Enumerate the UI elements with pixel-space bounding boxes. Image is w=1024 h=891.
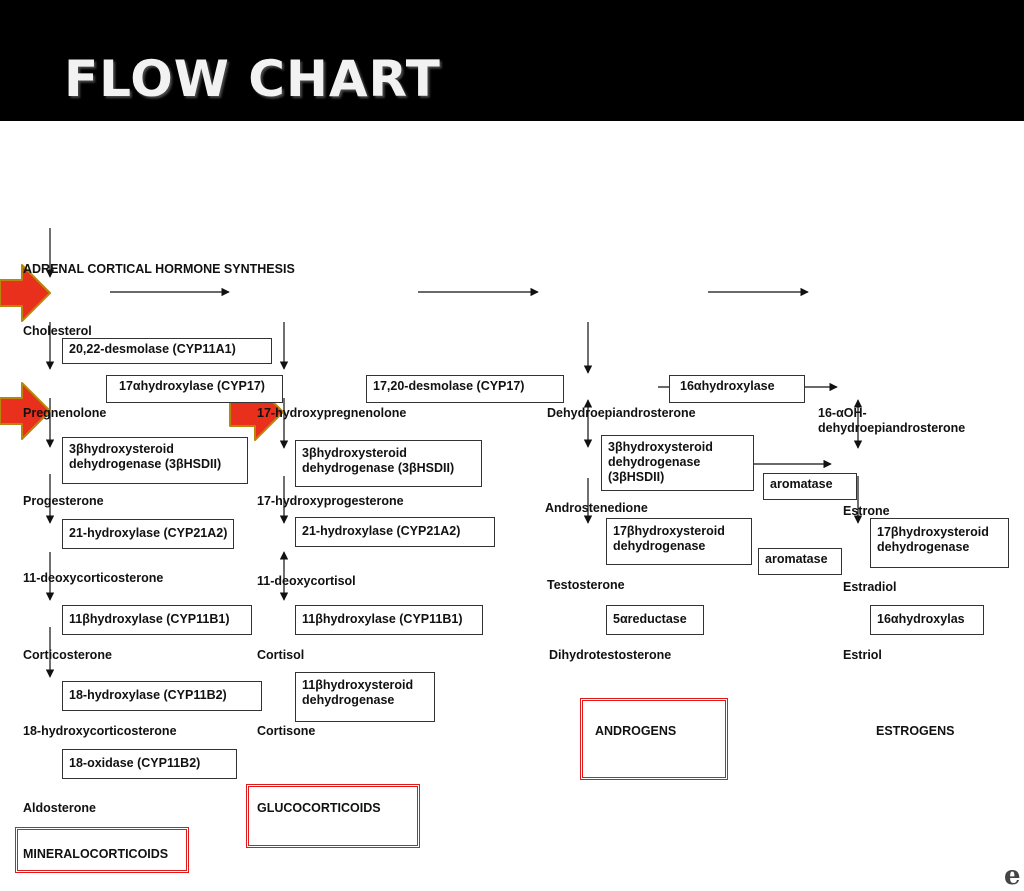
group-label-glucocorticoids: GLUCOCORTICOIDS xyxy=(257,801,381,815)
compound-aldosterone: Aldosterone xyxy=(23,801,96,815)
compound-progesterone: Progesterone xyxy=(23,494,104,508)
enzyme-box-18-hydroxylase: 18-hydroxylase (CYP11B2) xyxy=(62,681,262,711)
compound-11-deoxycortisol: 11-deoxycortisol xyxy=(257,574,356,588)
group-label-estrogens: ESTROGENS xyxy=(876,724,955,738)
diagram-title: ADRENAL CORTICAL HORMONE SYNTHESIS xyxy=(23,262,295,276)
corner-logo: e xyxy=(1004,861,1021,891)
compound-estradiol: Estradiol xyxy=(843,580,897,594)
compound-estrone: Estrone xyxy=(843,504,890,518)
compound-dehydroepiandrosterone: Dehydroepiandrosterone xyxy=(547,406,696,420)
enzyme-box-21-hydroxylase-middle: 21-hydroxylase (CYP21A2) xyxy=(295,517,495,547)
enzyme-box-18-oxidase: 18-oxidase (CYP11B2) xyxy=(62,749,237,779)
diagram-canvas: ADRENAL CORTICAL HORMONE SYNTHESIS Chole… xyxy=(0,121,1024,889)
enzyme-box-aromatase-bottom: aromatase xyxy=(758,548,842,575)
compound-androstenedione: Androstenedione xyxy=(545,501,648,515)
compound-cortisol: Cortisol xyxy=(257,648,305,662)
enzyme-box-17-20-desmolase: 17,20-desmolase (CYP17) xyxy=(366,375,564,403)
compound-17-hydroxypregnenolone: 17-hydroxypregnenolone xyxy=(257,406,407,420)
group-label-androgens: ANDROGENS xyxy=(595,724,677,738)
compound-pregnenolone: Pregnenolone xyxy=(23,406,107,420)
compound-16-aoh-dhea-line1: 16-αOH- xyxy=(818,406,867,420)
compound-16-aoh-dhea-line2: dehydroepiandrosterone xyxy=(818,421,966,435)
enzyme-box-5a-reductase: 5αreductase xyxy=(606,605,704,635)
compound-estriol: Estriol xyxy=(843,648,882,662)
enzyme-box-11b-hydroxylase-left: 11βhydroxylase (CYP11B1) xyxy=(62,605,252,635)
enzyme-box-21-hydroxylase-left: 21-hydroxylase (CYP21A2) xyxy=(62,519,234,549)
enzyme-box-aromatase-top: aromatase xyxy=(763,473,857,500)
enzyme-box-20-22-desmolase: 20,22-desmolase (CYP11A1) xyxy=(62,338,272,364)
enzyme-box-16a-hydroxylase: 16αhydroxylase xyxy=(669,375,805,403)
pointer-arrow-21hydroxylase-left xyxy=(0,382,51,440)
compound-corticosterone: Corticosterone xyxy=(23,648,112,662)
compound-testosterone: Testosterone xyxy=(547,578,625,592)
pointer-arrow-pregnenolone xyxy=(0,264,51,322)
compound-cholesterol: Cholesterol xyxy=(23,324,92,338)
slide-header: FLOW CHART xyxy=(0,0,1024,121)
compound-17-hydroxyprogesterone: 17-hydroxyprogesterone xyxy=(257,494,404,508)
enzyme-box-11b-hydroxylase-middle: 11βhydroxylase (CYP11B1) xyxy=(295,605,483,635)
group-label-mineralocorticoids: MINERALOCORTICOIDS xyxy=(23,847,169,861)
compound-cortisone: Cortisone xyxy=(257,724,316,738)
enzyme-box-16a-hydroxylas: 16αhydroxylas xyxy=(870,605,984,635)
compound-18-hydroxycorticosterone: 18-hydroxycorticosterone xyxy=(23,724,177,738)
enzyme-box-17a-hydroxylase: 17αhydroxylase (CYP17) xyxy=(106,375,283,403)
group-box-glucocorticoids xyxy=(246,784,420,848)
compound-11-deoxycorticosterone: 11-deoxycorticosterone xyxy=(23,571,164,585)
slide-title: FLOW CHART xyxy=(64,50,441,108)
compound-dihydrotestosterone: Dihydrotestosterone xyxy=(549,648,672,662)
